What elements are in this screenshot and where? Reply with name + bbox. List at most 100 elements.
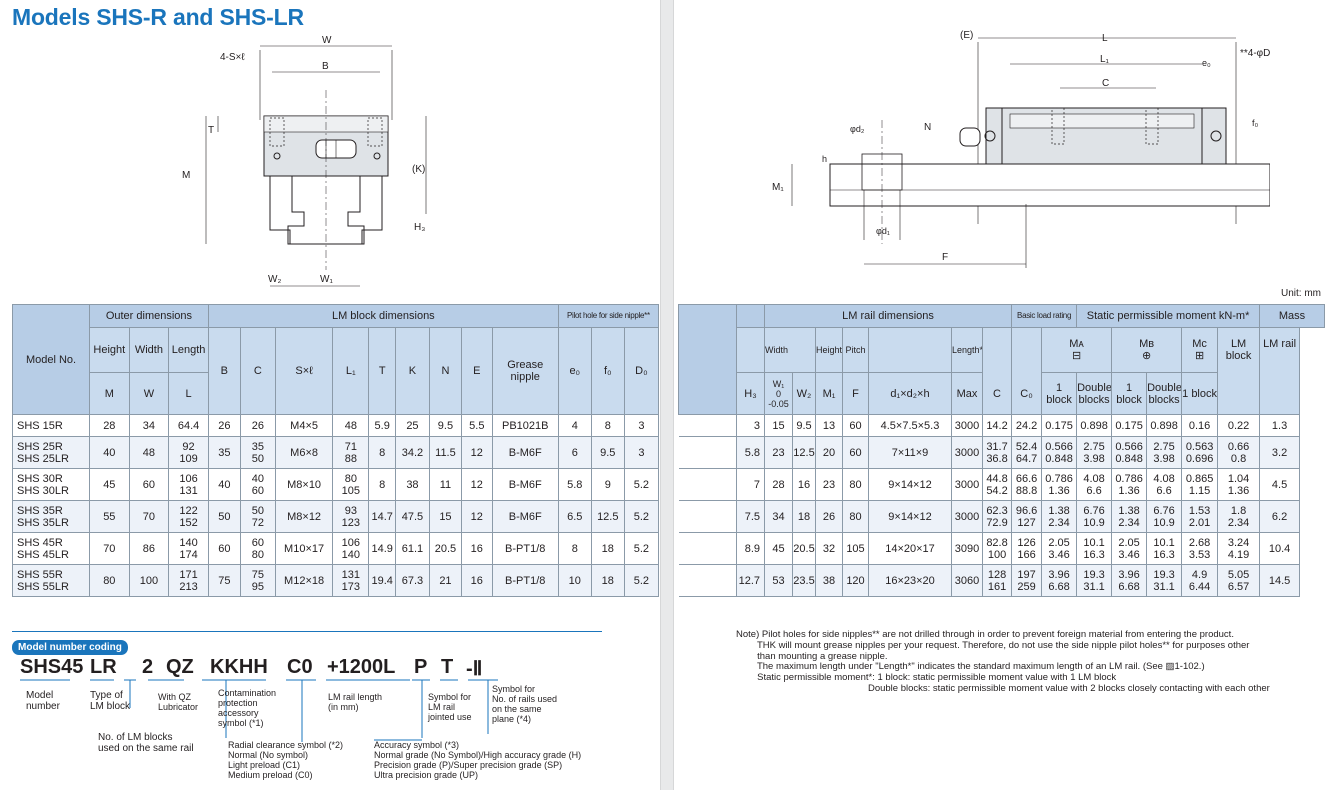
cell-e: 12 xyxy=(460,436,493,469)
cell-d: 9×14×12 xyxy=(868,468,952,501)
cell-m1: 13 xyxy=(815,414,843,437)
hdr-f0: f₀ xyxy=(590,327,625,415)
cell-f: 105 xyxy=(842,532,869,565)
dim-B: B xyxy=(322,61,329,72)
cell-s: M8×12 xyxy=(274,500,334,533)
cell-rail: 3.2 xyxy=(1259,436,1301,469)
code-part: P xyxy=(414,656,428,678)
desc-qz: With QZ Lubricator xyxy=(158,692,199,712)
hdr-d-r: d₁×d₂×h xyxy=(868,372,952,415)
cell-k: 34.2 xyxy=(394,436,430,469)
note-line: Note) Pilot holes for side nipples** are… xyxy=(736,629,1234,640)
cell-d0: 5.2 xyxy=(623,468,660,501)
cell-s: M4×5 xyxy=(274,414,334,437)
cell-nipple: B-PT1/8 xyxy=(491,532,559,565)
block-dimensions-table: Model No. Outer dimensions LM block dime… xyxy=(11,304,660,597)
cell-b: 26 xyxy=(207,414,241,437)
cell-d: 4.5×7.5×5.3 xyxy=(868,414,952,437)
dim-S: 4-S×ℓ xyxy=(220,52,245,63)
hdr-rail: LM rail dimensions xyxy=(763,304,1013,328)
cell-n: 20.5 xyxy=(428,532,462,565)
cell-rail: 14.5 xyxy=(1259,564,1301,597)
hdr-outer: Outer dimensions xyxy=(89,304,209,328)
cell-w2: 12.5 xyxy=(792,436,816,469)
cell-w2: 23.5 xyxy=(792,564,816,597)
cell-m: 55 xyxy=(89,500,130,533)
cell-h3: 7 xyxy=(736,468,765,501)
hdr-lmblock: LM block xyxy=(1217,327,1261,415)
coding-leader-lines xyxy=(20,679,498,742)
note-line: The maximum length under "Length*" indic… xyxy=(736,661,1205,673)
cell-t: 14.7 xyxy=(368,500,396,533)
hdr-length-r: Length* xyxy=(951,327,983,373)
cell-b: 35 xyxy=(207,436,241,469)
hdr-model: Model No. xyxy=(11,304,91,415)
hdr-L1: L₁ xyxy=(332,327,370,415)
code-part: QZ xyxy=(166,656,194,678)
cell-d0: 5.2 xyxy=(623,500,660,533)
cell-mc: 0.16 xyxy=(1181,414,1219,437)
cell-rail: 6.2 xyxy=(1259,500,1301,533)
dim-M1: M₁ xyxy=(772,182,784,193)
cell-h3: 5.8 xyxy=(736,436,765,469)
cell-w2: 16 xyxy=(792,468,816,501)
cell-d0: 5.2 xyxy=(623,564,660,597)
cell-f0: 9 xyxy=(590,468,625,501)
dim-W: W xyxy=(322,35,332,46)
cell-f0: 8 xyxy=(590,414,625,437)
dim-C: C xyxy=(1102,78,1109,89)
cell-m1: 26 xyxy=(815,500,843,533)
cell-mb2: 0.898 xyxy=(1146,414,1183,437)
cell-max: 3000 xyxy=(951,500,983,533)
cell-rail: 10.4 xyxy=(1259,532,1301,565)
cell-m: 28 xyxy=(89,414,130,437)
cell-e0: 6 xyxy=(557,436,592,469)
dim-D0: **4-φD₀ xyxy=(1240,48,1270,59)
desc-model: Model number xyxy=(26,690,60,712)
hdr-MC-label: Mᴄ xyxy=(1192,338,1207,350)
hdr-N: N xyxy=(428,327,462,415)
cell-h3: 8.9 xyxy=(736,532,765,565)
hdr-lmrail: LM rail xyxy=(1259,327,1301,415)
hdr-mb1: 1 block xyxy=(1111,372,1148,415)
note-line: than mounting a grease nipple. xyxy=(736,650,888,662)
cell-w1: 45 xyxy=(764,532,793,565)
hdr-static: Static permissible moment kN-m* xyxy=(1076,304,1261,328)
hdr-mc1: 1 block xyxy=(1181,372,1219,415)
desc-num-blocks: No. of LM blocks used on the same rail xyxy=(98,732,194,754)
cell-ma2: 0.898 xyxy=(1076,414,1113,437)
cell-m: 40 xyxy=(89,436,130,469)
cell-d0: 3 xyxy=(623,436,660,469)
desc-accuracy: Accuracy symbol (*3) Normal grade (No Sy… xyxy=(374,740,582,780)
cell-h3: 3 xyxy=(736,414,765,437)
cell-t: 8 xyxy=(368,468,396,501)
dim-L: L xyxy=(1102,33,1108,44)
cell-s: M8×10 xyxy=(274,468,334,501)
cell-f: 120 xyxy=(842,564,869,597)
cell-m1: 20 xyxy=(815,436,843,469)
dim-K: (K) xyxy=(412,164,425,175)
cell-t: 5.9 xyxy=(368,414,396,437)
